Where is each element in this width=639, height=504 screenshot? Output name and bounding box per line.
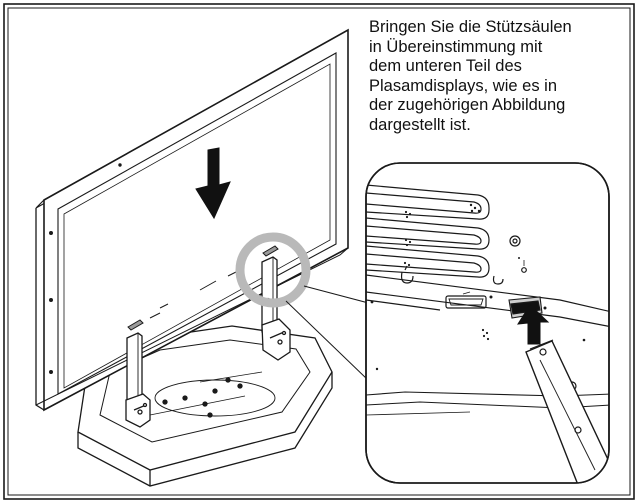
plasma-display (35, 28, 349, 412)
instruction-caption: Bringen Sie die Stützsäulen in Übereinst… (369, 18, 572, 134)
magnifier-circle (235, 232, 311, 308)
callout-line-bottom (285, 300, 369, 381)
support-post-left (125, 332, 151, 428)
arrow-down-icon (195, 147, 231, 220)
detail-inset (365, 162, 610, 484)
panel-bottom-slots (127, 245, 279, 331)
arrow-up-icon (517, 304, 550, 345)
inner-border (7, 7, 631, 496)
support-post-right (261, 256, 291, 361)
outer-border (3, 3, 635, 500)
